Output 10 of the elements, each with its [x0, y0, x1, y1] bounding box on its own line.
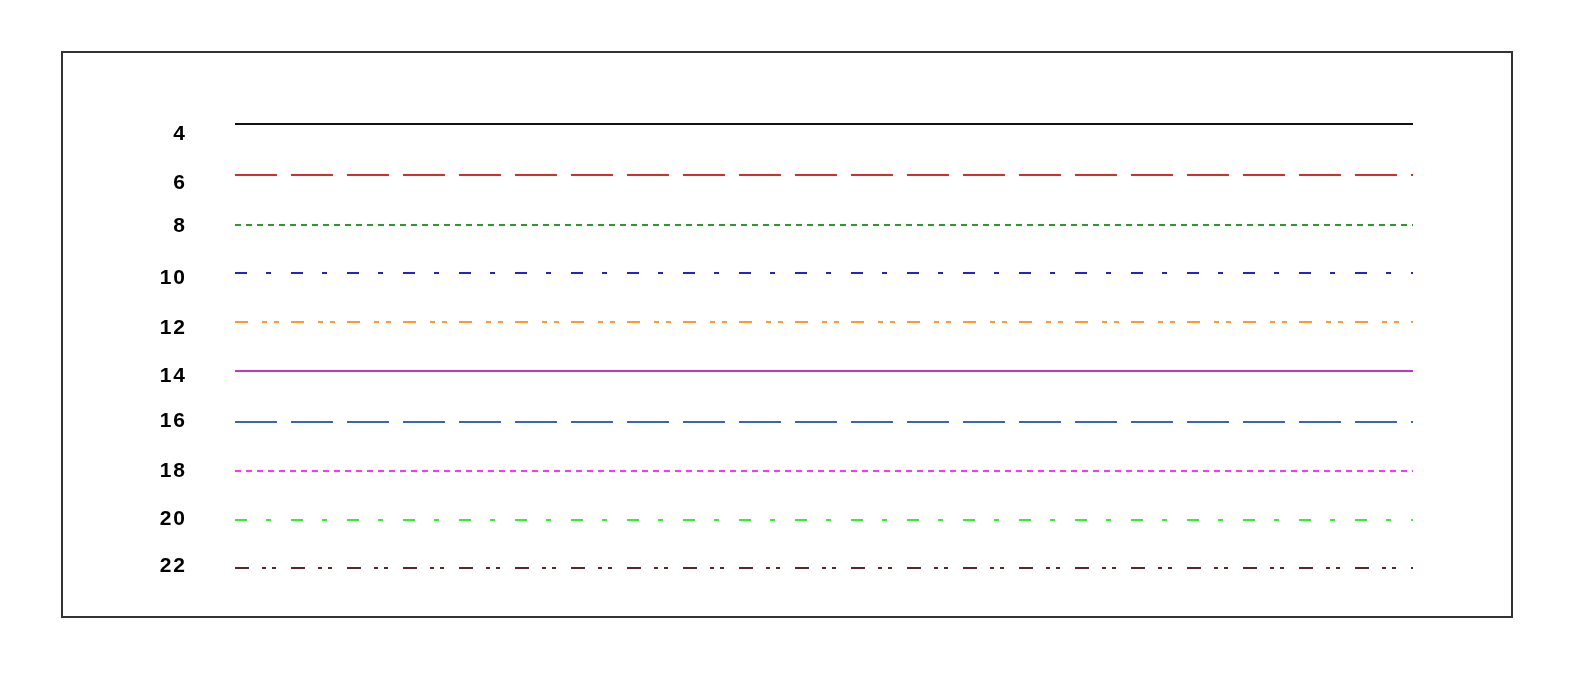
- legend-label: 14: [159, 364, 187, 386]
- legend-label: 18: [159, 459, 187, 481]
- legend-label: 4: [173, 122, 187, 144]
- legend-label: 22: [159, 554, 187, 576]
- legend-label: 6: [173, 171, 187, 193]
- legend-label: 8: [173, 214, 187, 236]
- legend-label: 16: [159, 409, 187, 431]
- legend-label: 20: [159, 507, 187, 529]
- legend-label: 12: [159, 316, 187, 338]
- legend-label: 10: [159, 266, 187, 288]
